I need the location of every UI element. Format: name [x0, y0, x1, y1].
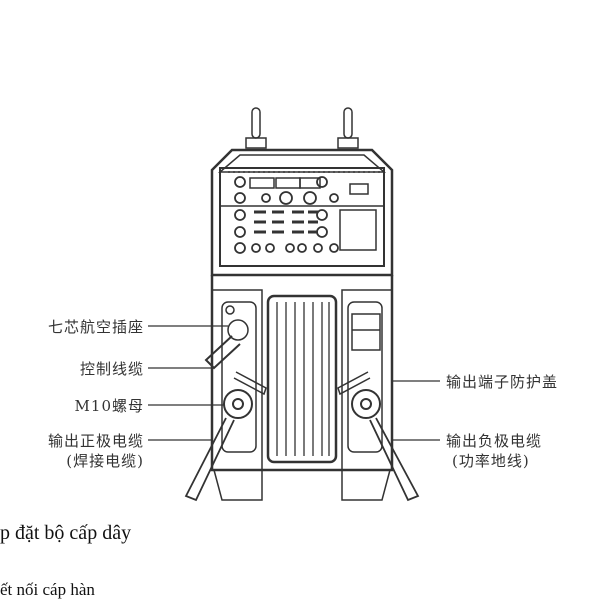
- label-negative-cable: 输出负极电缆: [446, 432, 543, 450]
- label-seven-pin-socket: 七芯航空插座: [47, 318, 144, 336]
- label-terminal-cover: 输出端子防护盖: [446, 373, 559, 391]
- section-heading: p đặt bộ cấp dây: [0, 522, 132, 544]
- label-m10-nut: M10螺母: [74, 397, 144, 415]
- subsection-heading: ết nối cáp hàn: [0, 580, 95, 599]
- label-control-cable: 控制线缆: [79, 360, 144, 378]
- label-negative-cable-sub: (功率地线): [452, 452, 530, 470]
- label-positive-cable-sub: (焊接电缆): [66, 452, 144, 470]
- label-positive-cable: 输出正极电缆: [47, 432, 144, 450]
